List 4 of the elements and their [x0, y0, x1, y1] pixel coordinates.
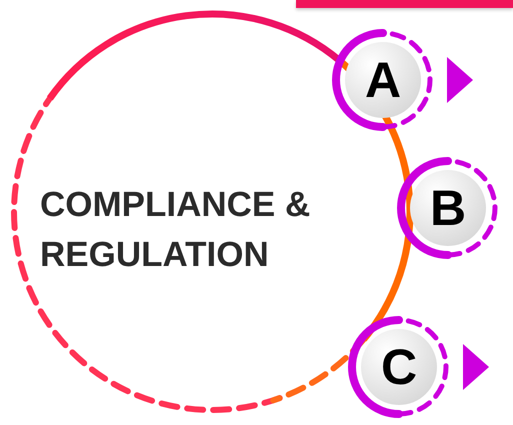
- badge-letter: C: [380, 338, 418, 396]
- badge-letter: B: [430, 179, 466, 237]
- title-text: COMPLIANCE & REGULATION: [40, 184, 312, 276]
- badge-letter: A: [364, 51, 402, 109]
